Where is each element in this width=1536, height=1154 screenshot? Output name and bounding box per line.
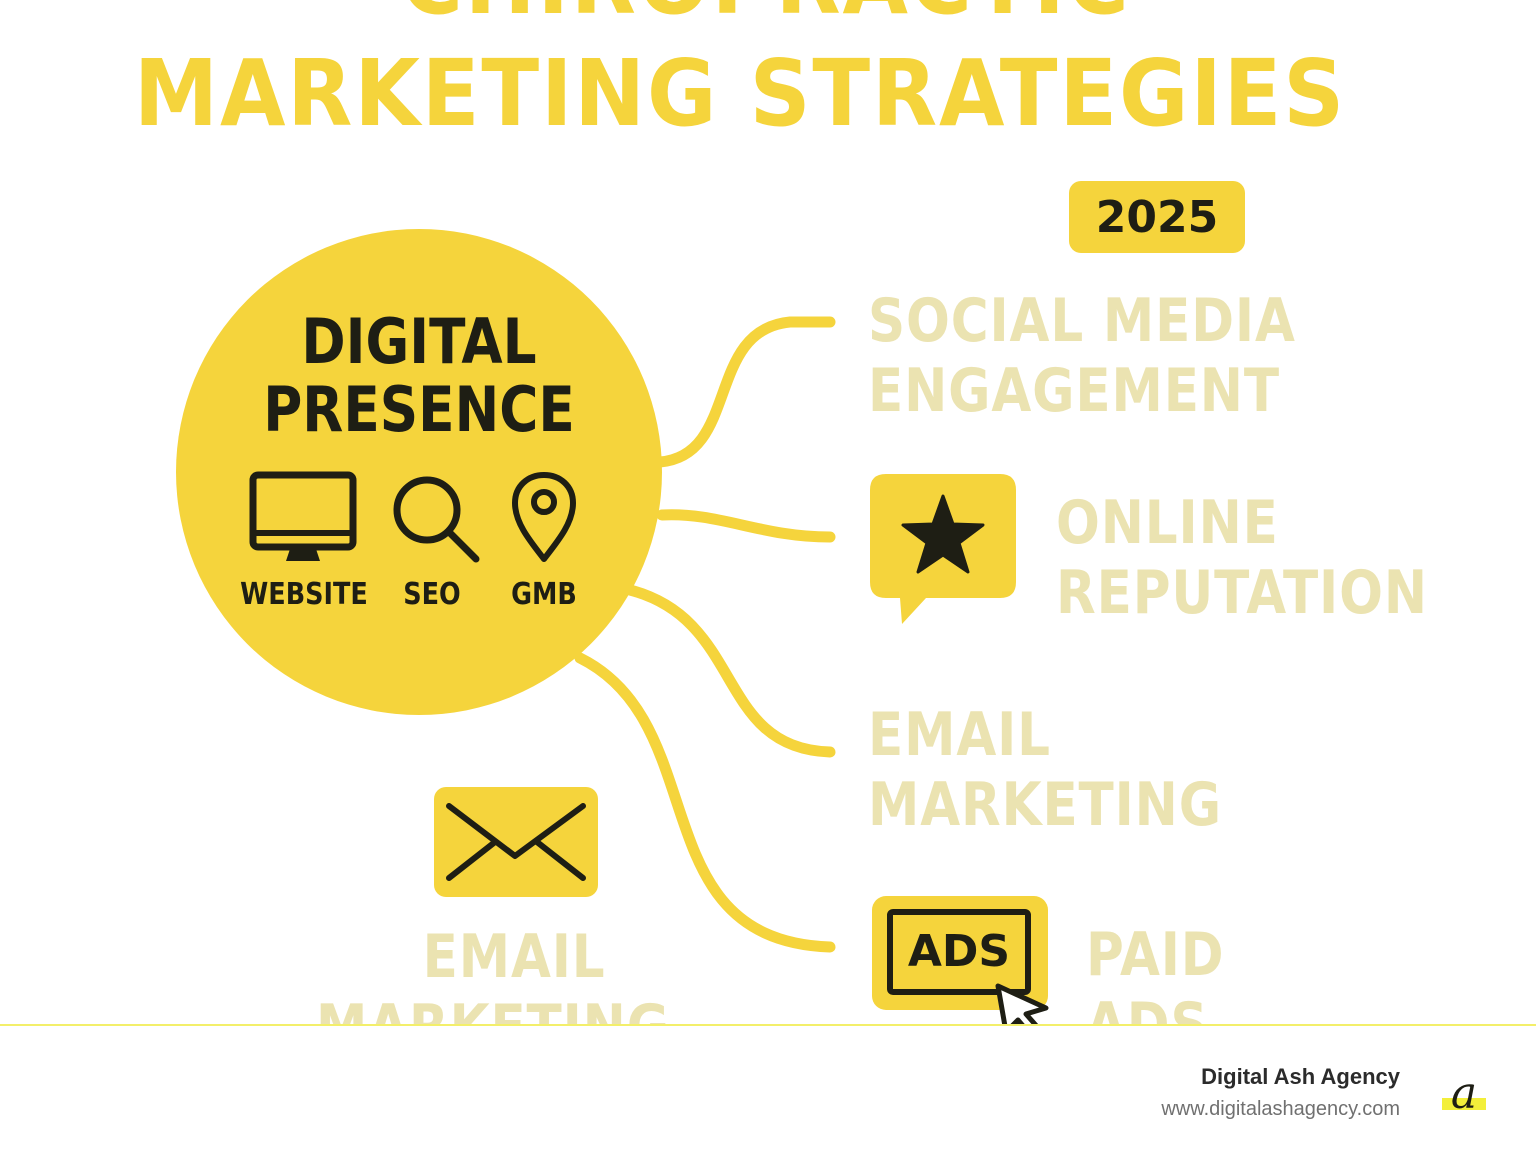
- agency-logo-glyph: a: [1451, 1070, 1477, 1116]
- connector-social-media: [654, 316, 836, 468]
- ads-cursor-icon: ADS: [872, 896, 1049, 1025]
- connector-online-reputation: [656, 509, 836, 543]
- branch-email-marketing: EMAIL MARKETING: [868, 700, 1222, 840]
- hub-title-line-1: DIGITAL: [301, 305, 537, 378]
- title-line-2: MARKETING STRATEGIES: [133, 40, 1347, 147]
- envelope-icon: [434, 787, 598, 897]
- branch-social-media-line2: ENGAGEMENT: [868, 356, 1280, 426]
- branch-online-reputation-line2: REPUTATION: [1056, 558, 1428, 628]
- branch-social-media-engagement: SOCIAL MEDIA ENGAGEMENT: [868, 286, 1296, 426]
- branch-online-reputation: ONLINE REPUTATION: [1056, 488, 1428, 628]
- infographic-canvas: CHIROPRACTIC MARKETING STRATEGIES 2025 D…: [59, 0, 1472, 1025]
- connector-paid-ads: [574, 652, 836, 953]
- ads-icon-text: ADS: [908, 926, 1010, 977]
- agency-name: Digital Ash Agency: [1201, 1064, 1400, 1089]
- agency-logo-icon: a: [1442, 1070, 1486, 1116]
- extra-email-marketing-line2: MARKETING: [316, 992, 669, 1025]
- year-badge: 2025: [1069, 181, 1245, 253]
- connector-email-marketing: [624, 584, 836, 758]
- hub-item-website-label: WEBSITE: [240, 577, 368, 612]
- monitor-icon: [249, 471, 357, 561]
- branch-social-media-line1: SOCIAL MEDIA: [868, 286, 1296, 356]
- agency-url: www.digitalashagency.com: [1161, 1098, 1400, 1120]
- branch-paid-ads-line1: PAID: [1086, 920, 1225, 990]
- star-speech-bubble-icon: [870, 474, 1016, 624]
- footer-divider: [0, 1024, 1536, 1026]
- branch-email-marketing-line2: MARKETING: [868, 770, 1222, 840]
- hub-title-line-2: PRESENCE: [263, 373, 575, 446]
- hub-item-seo-label: SEO: [403, 577, 461, 612]
- map-pin-icon: [512, 472, 576, 562]
- branch-email-marketing-line1: EMAIL: [868, 700, 1051, 770]
- search-icon: [393, 476, 480, 563]
- digital-presence-hub: DIGITAL PRESENCE WEBSITE SEO GMB: [176, 229, 662, 715]
- hub-item-gmb-label: GMB: [511, 577, 577, 612]
- connector-lines: [574, 316, 836, 953]
- branch-paid-ads: PAID ADS: [1086, 920, 1224, 1025]
- footer: Digital Ash Agency www.digitalashagency.…: [0, 1026, 1536, 1154]
- branch-paid-ads-line2: ADS: [1086, 990, 1209, 1025]
- title-line-1: CHIROPRACTIC: [59, 0, 1472, 35]
- branch-online-reputation-line1: ONLINE: [1056, 488, 1279, 558]
- extra-email-marketing: EMAIL MARKETING: [316, 922, 669, 1025]
- extra-email-marketing-line1: EMAIL: [422, 922, 606, 992]
